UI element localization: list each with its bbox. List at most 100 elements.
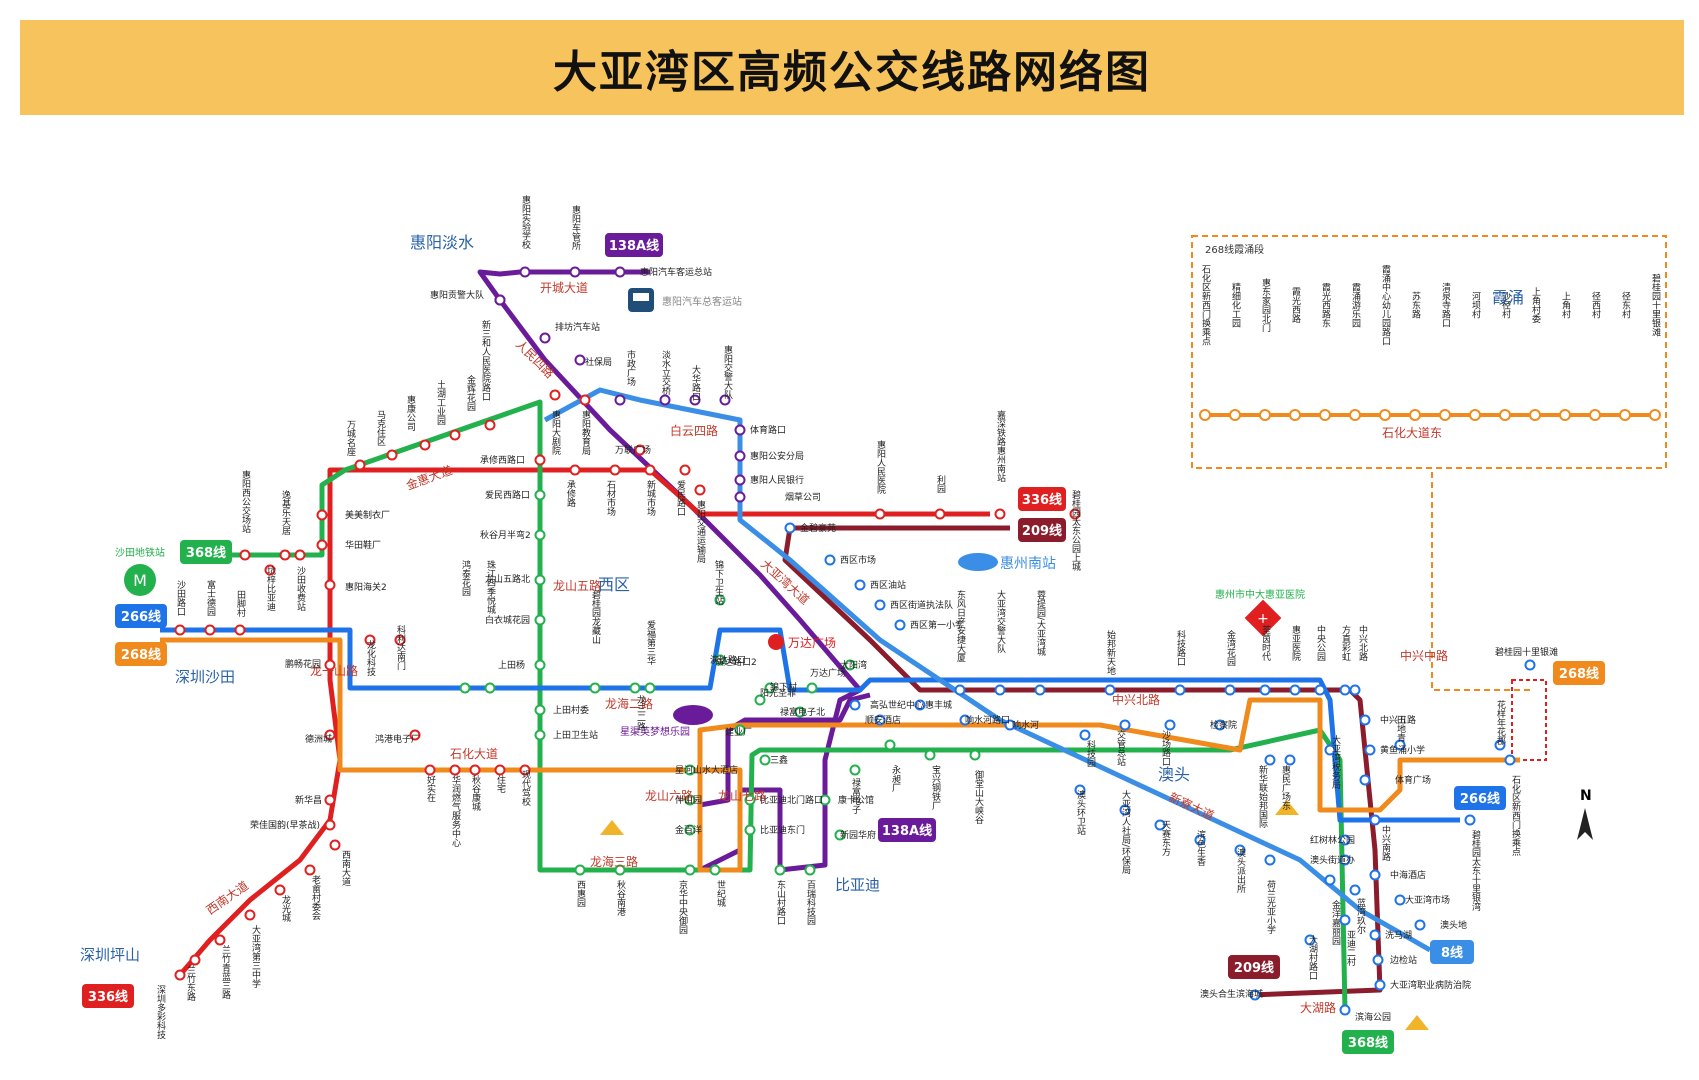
stop-marker (714, 654, 726, 666)
stop-label: 世纪城 (715, 879, 726, 908)
badge-268-left: 268线 (115, 642, 167, 666)
stop-marker (316, 539, 328, 551)
stop-label: 西区油站 (870, 579, 906, 591)
stop-inset-marker (1319, 409, 1331, 421)
stop-marker (534, 454, 546, 466)
road-label-baiyun4: 白云四路 (670, 423, 718, 438)
stop-label: 惠亚医院 (1290, 624, 1301, 662)
stop-marker (849, 699, 861, 711)
stop-label: 惠丰城 (925, 699, 952, 711)
stop-marker (1369, 929, 1381, 941)
stop-label: 爱福第三华 (645, 620, 656, 666)
stop-inset-marker (1529, 409, 1541, 421)
stop-label: 秋谷月半弯2 (480, 529, 531, 541)
stop-marker (1359, 714, 1371, 726)
stop-marker (1079, 729, 1091, 741)
hsr-icon (958, 553, 998, 571)
stop-label: 响水河路口 (965, 714, 1010, 726)
stop-marker (569, 266, 581, 278)
compass-icon: N (1577, 788, 1593, 840)
title-banner: 大亚湾区高频公交线路网络图 (20, 20, 1684, 115)
road-label-kaicheng: 开城大道 (540, 281, 588, 295)
badge-label: 336线 (1022, 492, 1062, 508)
road-label-zhongxing-mid: 中兴中路 (1400, 648, 1448, 663)
stop-label: 中兴南路 (1380, 824, 1391, 862)
stop-label: 大华路口 (690, 364, 701, 401)
stop-inset-marker (1649, 409, 1661, 421)
hospital-icon: + (1244, 599, 1282, 637)
stop-inset-label: 精细化工园 (1230, 281, 1241, 328)
stop-marker (959, 714, 971, 726)
stop-marker (734, 474, 746, 486)
stop-marker (644, 464, 656, 476)
stop-marker (874, 714, 886, 726)
line-138A (477, 269, 871, 873)
stop-label: 禄富电子 (850, 777, 861, 814)
stop-label: 中兴北路 (1357, 624, 1368, 662)
stop-label: 三鑫 (770, 754, 788, 766)
stop-label: 新三和人民医院路口 (480, 319, 491, 401)
stop-marker (1259, 684, 1271, 696)
stop-marker (424, 764, 436, 776)
stop-label: 烟草公司 (785, 491, 821, 503)
stop-marker (1504, 754, 1516, 766)
stop-marker (1464, 814, 1476, 826)
stop-label: 新华昌 (295, 794, 322, 806)
stop-label: 体育路口 (750, 424, 786, 436)
stop-marker (994, 508, 1006, 520)
stop-label: 珠江四季悦城 (485, 559, 496, 615)
stop-marker (264, 564, 276, 576)
stop-marker (1339, 834, 1351, 846)
stop-inset-marker (1409, 409, 1421, 421)
stop-marker (534, 529, 546, 541)
stop-marker (734, 450, 746, 462)
stop-label: 建业厂 (725, 726, 752, 738)
stop-label: 滨色生香 (1195, 829, 1206, 866)
inset-frame (1191, 235, 1667, 469)
stop-label: 惠阳人民银行 (750, 474, 804, 486)
stop-marker (709, 864, 721, 876)
stop-label: 蓉提园/大亚湾城 (1035, 589, 1046, 657)
road-label-longshan7: 龙山七路 (718, 788, 766, 803)
stop-label: 惠民广场东 (1280, 764, 1291, 810)
stop-marker (1304, 934, 1316, 946)
stop-label: 碧桂园太东十里银湾 (1470, 829, 1481, 912)
stop-marker (519, 764, 531, 776)
stop-label: 中海酒店 (1390, 869, 1426, 881)
badge-label: 336线 (88, 989, 128, 1005)
stop-marker (1339, 684, 1351, 696)
stop-label: 金湾花园 (1225, 629, 1236, 667)
stop-marker (484, 682, 496, 694)
stop-markers (174, 266, 1536, 1016)
svg-text:+: + (1257, 611, 1269, 627)
stop-label: 伴山园 (675, 794, 702, 806)
badge-209-bottom: 209线 (1228, 955, 1280, 979)
stop-inset-label: 径东村 (1620, 290, 1631, 318)
stop-label: 鸿泰花园 (460, 559, 471, 597)
stop-marker (1339, 854, 1351, 866)
stop-marker (629, 682, 641, 694)
stop-inset-marker (1619, 409, 1631, 421)
stop-label: 中央公园 (1315, 624, 1326, 662)
stop-label: 上田卫生站 (553, 729, 598, 741)
stop-marker (734, 724, 746, 736)
stop-label: 检察院 (1210, 719, 1237, 731)
stop-label: 宝兴钢铁厂 (930, 764, 941, 811)
stop-marker (1249, 989, 1261, 1001)
stop-marker (1284, 754, 1296, 766)
stop-marker (744, 794, 756, 806)
stop-marker (1214, 719, 1226, 731)
stop-label: 市政广场 (625, 349, 636, 387)
stop-inset-marker (1349, 409, 1361, 421)
stop-label: 秋谷康城 (470, 774, 481, 812)
stop-marker (714, 594, 726, 606)
road-label-longhai2: 龙海二路 (605, 696, 653, 711)
road-label-longyishan: 龙一山路 (310, 663, 358, 678)
stop-label: 石化区新西门换乘点 (1510, 775, 1521, 857)
stop-marker (534, 704, 546, 716)
stop-inset-marker (1259, 409, 1271, 421)
badge-336-mid: 336线 (1018, 487, 1066, 511)
stop-label: 大亚湾交警大队 (995, 589, 1006, 654)
badge-label: 268线 (121, 647, 161, 663)
badge-268-right: 268线 (1553, 661, 1605, 685)
